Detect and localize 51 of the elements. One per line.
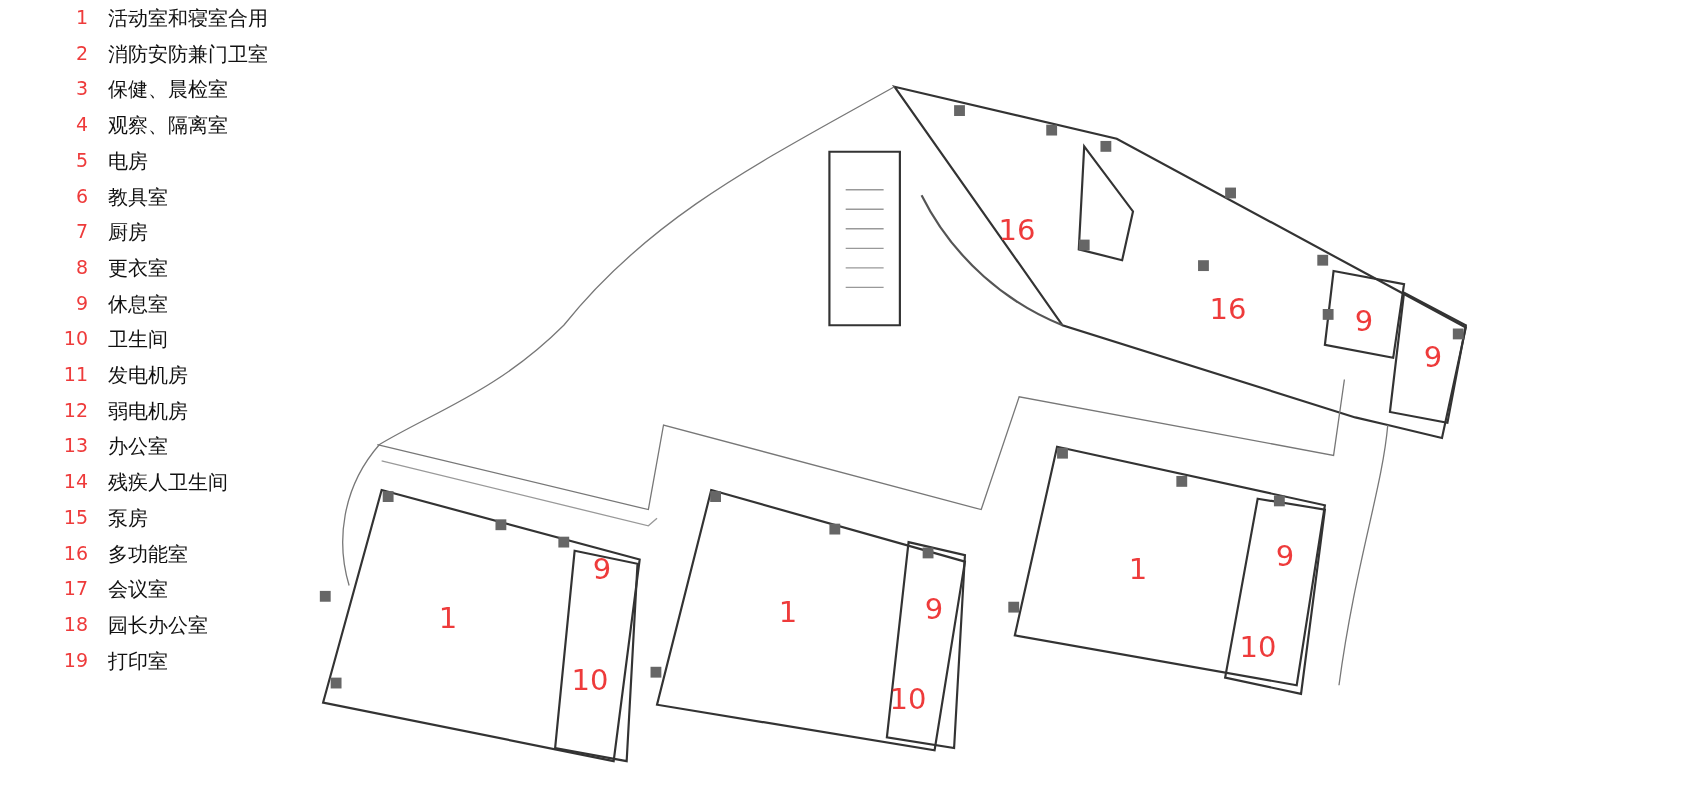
legend-number: 19	[62, 650, 88, 670]
legend-number: 13	[62, 436, 88, 456]
legend-number: 17	[62, 579, 88, 599]
legend-text: 电房	[108, 150, 148, 171]
legend-number: 3	[74, 79, 88, 99]
legend-text: 残疾人卫生间	[108, 472, 228, 493]
legend-text: 消防安防兼门卫室	[108, 43, 268, 64]
room-number: 9	[1423, 342, 1443, 372]
legend-text: 保健、晨检室	[108, 79, 228, 100]
legend-text: 教具室	[108, 186, 168, 207]
legend-number: 4	[74, 115, 88, 135]
legend-number: 7	[74, 222, 88, 242]
legend-number: 14	[62, 472, 88, 492]
legend-text: 发电机房	[108, 365, 188, 385]
legend-number: 16	[62, 543, 88, 563]
legend-text: 卫生间	[108, 329, 168, 350]
legend-text: 园长办公室	[108, 614, 208, 635]
room-number: 1	[778, 597, 798, 627]
legend-number: 5	[74, 150, 88, 170]
legend-text: 更衣室	[108, 257, 168, 278]
legend-number: 11	[62, 365, 88, 384]
room-number: 9	[924, 594, 944, 624]
room-number: 1	[1128, 554, 1148, 584]
legend-text: 休息室	[108, 293, 168, 314]
legend-text: 厨房	[108, 222, 148, 243]
legend-text: 弱电机房	[108, 400, 188, 421]
room-number: 10	[889, 684, 927, 714]
legend-number: 15	[62, 507, 88, 527]
room-number: 9	[1354, 306, 1374, 336]
legend-text: 办公室	[108, 436, 168, 457]
room-number: 16	[1209, 294, 1247, 324]
legend-number: 12	[62, 400, 88, 420]
room-number: 9	[592, 554, 612, 584]
legend-number: 8	[74, 257, 88, 277]
legend-number: 6	[74, 186, 88, 206]
legend-text: 会议室	[108, 579, 168, 600]
legend-number: 1	[74, 8, 88, 27]
legend-text: 多功能室	[108, 543, 188, 564]
room-number: 1	[438, 603, 458, 633]
legend-text: 打印室	[108, 650, 168, 671]
legend-number: 18	[62, 614, 88, 634]
legend-number: 9	[74, 293, 88, 313]
room-number: 10	[1239, 632, 1277, 662]
legend-number: 2	[74, 43, 88, 63]
legend-text: 活动室和寝室合用	[108, 8, 268, 28]
room-number: 9	[1275, 541, 1295, 571]
legend-text: 观察、隔离室	[108, 115, 228, 136]
room-number: 16	[998, 215, 1036, 245]
legend-number: 10	[62, 329, 88, 349]
room-number: 10	[571, 665, 609, 695]
legend-text: 泵房	[108, 507, 148, 528]
